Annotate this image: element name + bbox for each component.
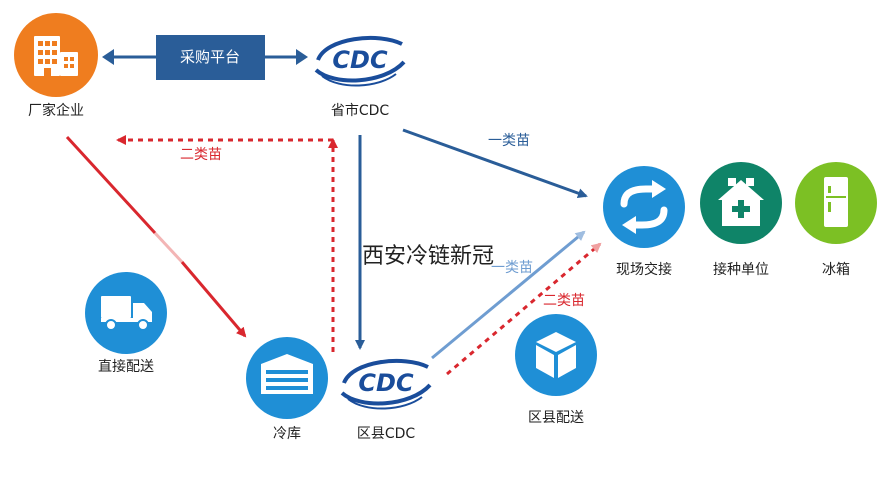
node-provincial-cdc: CDC 省市CDC <box>314 35 406 119</box>
fridge-icon <box>824 177 848 227</box>
edge-factory-coldstorage-c <box>180 261 247 338</box>
edge-label-class1-bottom: 一类苗 <box>491 260 533 276</box>
provincial-cdc-logo-text: CDC <box>332 46 388 74</box>
county-delivery-label: 区县配送 <box>528 410 584 426</box>
node-direct-delivery: 直接配送 <box>85 272 167 375</box>
overlay-title: 西安冷链新冠 <box>362 244 495 269</box>
edge-county-handover-class2 <box>446 242 602 376</box>
node-procurement-platform: 采购平台 <box>156 35 265 80</box>
factory-label: 厂家企业 <box>28 102 84 119</box>
node-county-delivery: 区县配送 <box>515 314 597 426</box>
edge-factory-coldstorage-a <box>65 135 157 235</box>
edge-county-handover-class1 <box>431 230 586 360</box>
edge-label-class1-top: 一类苗 <box>488 133 530 149</box>
platform-label: 采购平台 <box>180 48 240 66</box>
edge-provincial-handover <box>402 128 588 198</box>
clinic-icon <box>718 178 764 226</box>
arrowhead-right <box>296 49 308 65</box>
county-cdc-label: 区县CDC <box>357 426 416 442</box>
truck-icon <box>101 296 152 331</box>
node-factory: 厂家企业 <box>14 13 98 119</box>
node-handover: 现场交接 <box>603 166 685 278</box>
node-county-cdc: CDC 区县CDC <box>340 358 432 442</box>
box-icon <box>536 332 576 378</box>
edges <box>65 49 602 376</box>
direct-delivery-label: 直接配送 <box>98 358 154 375</box>
handover-label: 现场交接 <box>616 261 672 278</box>
edge-label-class2-top: 二类苗 <box>180 147 222 163</box>
arrowhead-left <box>102 49 114 65</box>
edge-factory-coldstorage-b <box>153 231 184 264</box>
provincial-cdc-label: 省市CDC <box>331 102 390 119</box>
cdc-logo: CDC <box>340 358 432 410</box>
cold-storage-label: 冷库 <box>273 426 301 442</box>
edge-label-class2-bottom: 二类苗 <box>543 293 585 309</box>
fridge-label: 冰箱 <box>822 262 850 278</box>
exchange-arrows-icon <box>620 185 668 229</box>
vaccination-unit-label: 接种单位 <box>713 261 769 278</box>
county-cdc-logo-text: CDC <box>358 369 414 397</box>
building-icon <box>34 36 78 76</box>
node-fridge: 冰箱 <box>795 162 877 278</box>
node-vaccination-unit: 接种单位 <box>700 162 782 278</box>
warehouse-icon <box>261 354 313 394</box>
cdc-logo: CDC <box>314 35 406 87</box>
node-cold-storage: 冷库 <box>246 337 328 442</box>
